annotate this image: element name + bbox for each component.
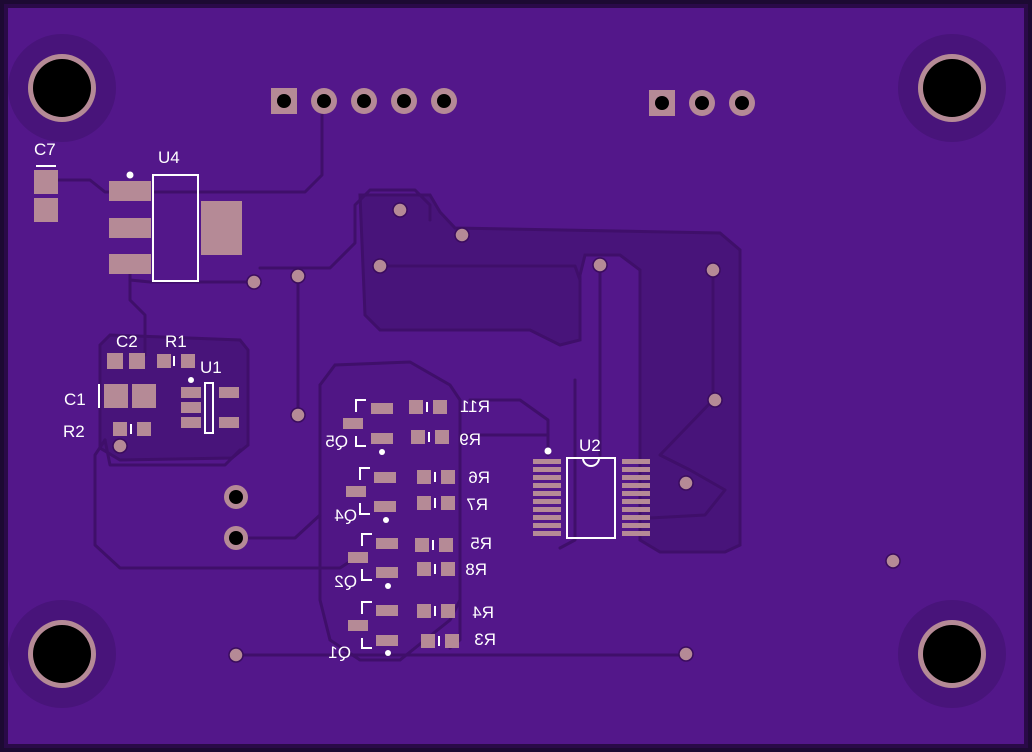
via-icon bbox=[246, 274, 262, 290]
component-c7 bbox=[34, 165, 58, 222]
label-r11: R11 bbox=[460, 397, 490, 416]
label-r1: R1 bbox=[165, 332, 187, 351]
mounting-hole-icon bbox=[898, 34, 1006, 142]
label-r9: R9 bbox=[459, 430, 481, 449]
u2-notch bbox=[582, 457, 600, 467]
u2-pad-right bbox=[622, 515, 650, 520]
via-icon bbox=[678, 475, 694, 491]
label-q4: Q4 bbox=[334, 506, 357, 525]
via-icon bbox=[707, 392, 723, 408]
via-icon bbox=[112, 438, 128, 454]
trace-left-loop bbox=[93, 438, 362, 570]
u2-pad-right bbox=[622, 491, 650, 496]
trace-mid-route bbox=[258, 188, 432, 270]
component-u1 bbox=[181, 377, 239, 434]
via-icon bbox=[228, 647, 244, 663]
pin1-dot-icon bbox=[544, 447, 552, 455]
u2-pad-right bbox=[622, 483, 650, 488]
u2-pad-left bbox=[533, 491, 561, 496]
vias bbox=[112, 202, 901, 663]
component-c1 bbox=[98, 384, 156, 408]
label-r7: R7 bbox=[466, 495, 488, 514]
via-icon bbox=[454, 227, 470, 243]
component-u2 bbox=[533, 447, 650, 539]
via-icon bbox=[392, 202, 408, 218]
label-r6: R6 bbox=[468, 468, 490, 487]
u2-pad-right bbox=[622, 523, 650, 528]
via-icon bbox=[372, 258, 388, 274]
mounting-hole-icon bbox=[8, 600, 116, 708]
via-icon bbox=[885, 553, 901, 569]
label-r2: R2 bbox=[63, 422, 85, 441]
label-c2: C2 bbox=[116, 332, 138, 351]
u2-pad-left bbox=[533, 499, 561, 504]
connector-2pin bbox=[224, 485, 248, 550]
trace-connector-mid bbox=[234, 383, 322, 540]
header-5pin bbox=[271, 88, 457, 114]
header-3pin bbox=[649, 90, 755, 116]
trace-u4-via bbox=[128, 263, 147, 357]
u2-pad-left bbox=[533, 459, 561, 464]
via-icon bbox=[705, 262, 721, 278]
component-r2 bbox=[113, 422, 151, 436]
label-u2: U2 bbox=[579, 436, 601, 455]
via-icon bbox=[592, 257, 608, 273]
u2-pad-left bbox=[533, 507, 561, 512]
u2-pad-right bbox=[622, 467, 650, 472]
via-icon bbox=[290, 268, 306, 284]
u2-pad-right bbox=[622, 499, 650, 504]
pin1-dot-icon bbox=[126, 171, 134, 179]
u2-outline bbox=[566, 457, 616, 539]
u2-pad-left bbox=[533, 523, 561, 528]
u2-pad-right bbox=[622, 507, 650, 512]
mounting-hole-icon bbox=[898, 600, 1006, 708]
label-q2: Q2 bbox=[334, 572, 357, 591]
transistor-array bbox=[343, 399, 459, 656]
u2-pad-left bbox=[533, 531, 561, 536]
component-c2 bbox=[107, 353, 145, 369]
trace-v-route bbox=[558, 378, 577, 550]
via-icon bbox=[678, 646, 694, 662]
u2-pad-right bbox=[622, 459, 650, 464]
u2-pad-right bbox=[622, 475, 650, 480]
label-r3: R3 bbox=[474, 630, 496, 649]
u2-pad-right bbox=[622, 531, 650, 536]
via-icon bbox=[290, 407, 306, 423]
trace-left-loop-2 bbox=[103, 438, 242, 467]
u2-pad-left bbox=[533, 475, 561, 480]
label-q5: Q5 bbox=[325, 432, 348, 451]
label-q1: Q1 bbox=[328, 643, 351, 662]
trace-header-u4 bbox=[153, 99, 324, 194]
pin1-dot-icon bbox=[188, 377, 194, 383]
u2-pad-left bbox=[533, 467, 561, 472]
label-r8: R8 bbox=[465, 560, 487, 579]
trace-inner-route bbox=[378, 264, 582, 282]
label-u4: U4 bbox=[158, 148, 180, 167]
label-r5: R5 bbox=[470, 534, 492, 553]
label-c1: C1 bbox=[64, 390, 86, 409]
u2-pad-left bbox=[533, 515, 561, 520]
mounting-hole-icon bbox=[8, 34, 116, 142]
label-c7: C7 bbox=[34, 140, 56, 159]
trace-u4-right bbox=[128, 278, 252, 284]
label-u1: U1 bbox=[200, 358, 222, 377]
trace-u2-left bbox=[468, 398, 550, 457]
component-r1 bbox=[157, 354, 195, 368]
component-u4 bbox=[109, 171, 242, 282]
u2-pad-left bbox=[533, 483, 561, 488]
label-r4: R4 bbox=[472, 603, 494, 622]
